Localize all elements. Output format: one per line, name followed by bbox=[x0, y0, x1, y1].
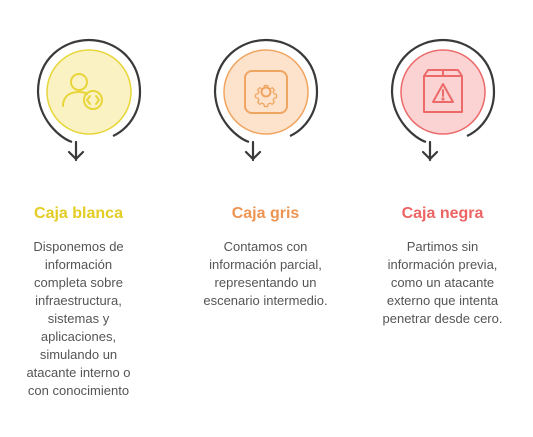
arrow-down-icon bbox=[244, 140, 262, 162]
desc-line: con conocimiento bbox=[27, 383, 130, 398]
black-box-graphic bbox=[390, 38, 496, 162]
gear-icon bbox=[244, 70, 288, 114]
grey-box-title: Caja gris bbox=[231, 205, 300, 222]
desc-line: simulando un bbox=[39, 347, 118, 362]
desc-line: externo que intenta bbox=[386, 293, 499, 308]
arc-connector bbox=[213, 38, 319, 144]
desc-line: representando un bbox=[214, 275, 317, 290]
desc-line: información parcial, bbox=[209, 257, 322, 272]
black-box-title: Caja negra bbox=[401, 205, 484, 222]
step-white-box: Caja blanca Disponemos de información co… bbox=[0, 0, 177, 437]
desc-line: Disponemos de bbox=[33, 239, 124, 254]
white-box-graphic bbox=[36, 38, 142, 162]
desc-line: Contamos con bbox=[223, 239, 308, 254]
grey-box-circle bbox=[223, 49, 309, 135]
arrow-down-icon bbox=[421, 140, 439, 162]
desc-line: como un atacante bbox=[390, 275, 495, 290]
arrow-down-icon bbox=[67, 140, 85, 162]
desc-line: aplicaciones, bbox=[40, 329, 117, 344]
white-box-title: Caja blanca bbox=[34, 205, 123, 222]
arc-connector bbox=[390, 38, 496, 144]
black-box-description: Partimos sin información previa, como un… bbox=[370, 238, 515, 328]
user-code-icon bbox=[62, 73, 103, 110]
desc-line: atacante interno o bbox=[26, 365, 131, 380]
arc-connector bbox=[36, 38, 142, 144]
desc-line: sistemas y bbox=[47, 311, 110, 326]
desc-line: información previa, bbox=[387, 257, 498, 272]
desc-line: Partimos sin bbox=[406, 239, 479, 254]
desc-line: información bbox=[44, 257, 113, 272]
step-black-box: Caja negra Partimos sin información prev… bbox=[354, 0, 531, 437]
desc-line: escenario intermedio. bbox=[203, 293, 328, 308]
white-box-description: Disponemos de información completa sobre… bbox=[6, 238, 151, 400]
desc-line: completa sobre bbox=[34, 275, 123, 290]
box-warning-icon bbox=[423, 69, 463, 113]
desc-line: penetrar desde cero. bbox=[382, 311, 503, 326]
step-grey-box: Caja gris Contamos con información parci… bbox=[177, 0, 354, 437]
grey-box-description: Contamos con información parcial, repres… bbox=[193, 238, 338, 310]
grey-box-graphic bbox=[213, 38, 319, 162]
desc-line: infraestructura, bbox=[35, 293, 122, 308]
